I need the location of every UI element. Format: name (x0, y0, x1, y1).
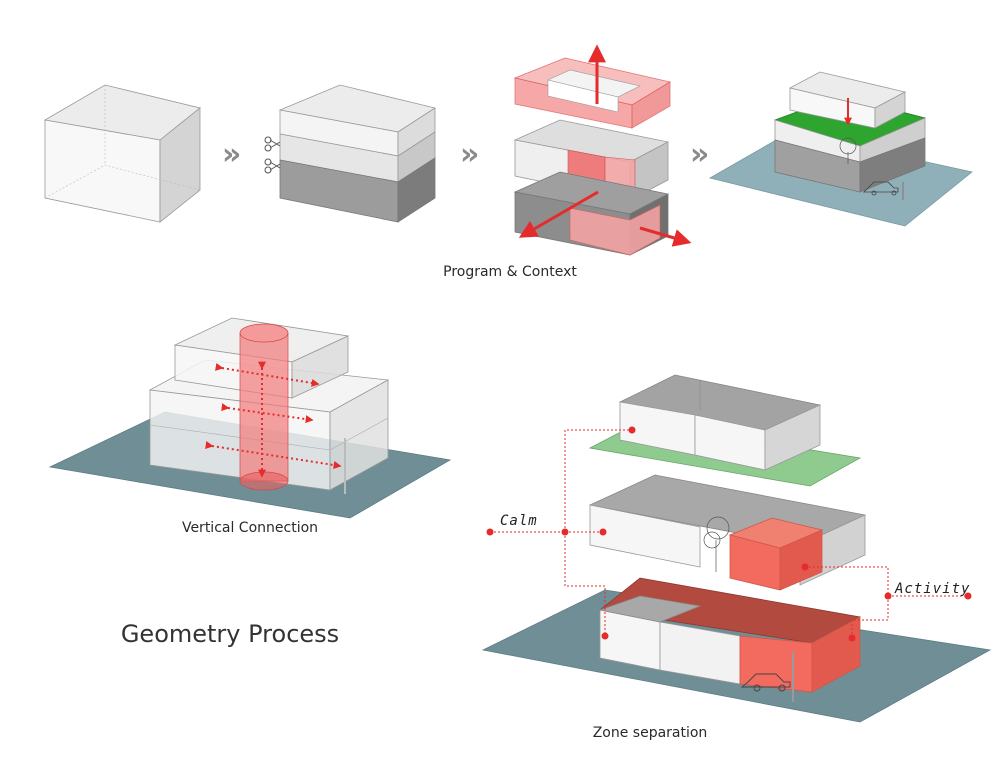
scissors-icon (264, 136, 281, 152)
zone-label-calm: Calm (500, 513, 538, 529)
scissors-icon (264, 158, 281, 174)
tree-icon (703, 516, 730, 572)
caption-program-context: Program & Context (443, 264, 577, 280)
step-arrow-3: » (690, 137, 709, 172)
step-2-sliced-box (264, 84, 436, 223)
caption-zone-separation: Zone separation (593, 725, 708, 741)
step-arrow-2: » (460, 137, 479, 172)
connector-dots (486, 426, 972, 642)
step-arrow-1: » (222, 137, 241, 172)
step-4-site-composition (708, 71, 973, 227)
vertical-connection-diagram (48, 317, 452, 519)
car-icon (740, 673, 791, 692)
caption-vertical-connection: Vertical Connection (182, 520, 318, 536)
zone-label-activity: Activity (894, 581, 970, 597)
diagram-title: Geometry Process (121, 620, 339, 648)
tree-icon (839, 137, 857, 164)
step-3-exploded-program (513, 44, 692, 256)
zone-separation-diagram (481, 374, 992, 723)
step-1-massing-box (43, 84, 201, 223)
car-icon (863, 181, 899, 196)
